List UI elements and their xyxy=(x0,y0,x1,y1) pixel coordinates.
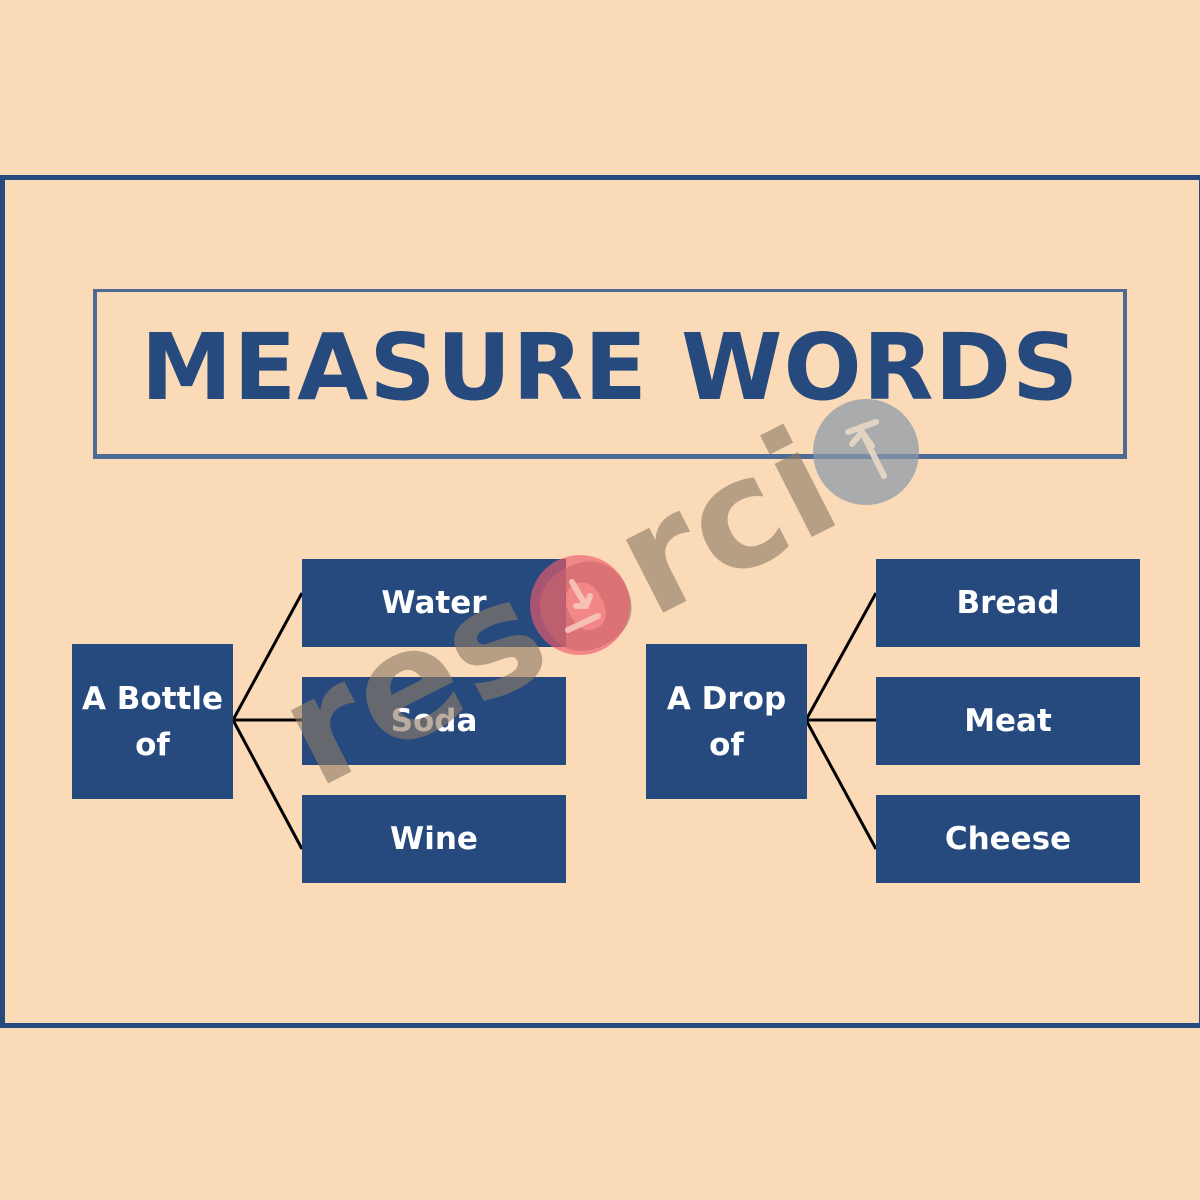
item-box-cheese: Cheese xyxy=(876,795,1140,883)
root-label-line2: of xyxy=(709,726,744,763)
connector-drop-bread xyxy=(804,592,878,721)
title-box xyxy=(93,289,1127,459)
item-box-water: Water xyxy=(302,559,566,647)
page-title: MEASURE WORDS xyxy=(140,314,1080,421)
connector-bottle-water xyxy=(231,592,304,721)
item-box-wine: Wine xyxy=(302,795,566,883)
root-label-line1: A Bottle xyxy=(82,680,223,717)
item-box-bread: Bread xyxy=(876,559,1140,647)
item-box-soda: Soda xyxy=(302,677,566,765)
root-box-drop: A Drop of xyxy=(646,644,807,799)
root-label-line2: of xyxy=(135,726,170,763)
item-box-meat: Meat xyxy=(876,677,1140,765)
root-label-line1: A Drop xyxy=(666,680,787,717)
connector-drop-cheese xyxy=(804,719,878,850)
root-box-bottle: A Bottle of xyxy=(72,644,233,799)
connector-bottle-wine xyxy=(231,719,304,850)
